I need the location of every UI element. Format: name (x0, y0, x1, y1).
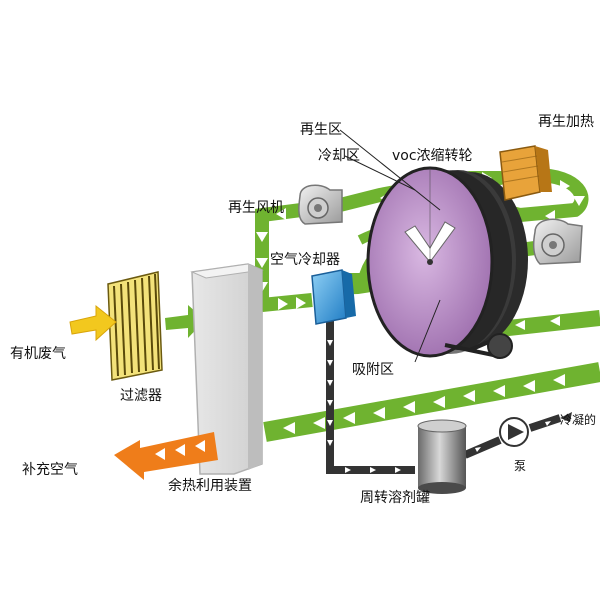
label-make-up-air: 补充空气 (22, 462, 78, 478)
label-solvent-tank: 周转溶剂罐 (360, 490, 430, 506)
label-regen-heater: 再生加热 (538, 114, 594, 130)
label-air-cooler: 空气冷却器 (270, 252, 340, 268)
regen-heater (499, 145, 552, 201)
main-return-duct (263, 310, 600, 442)
label-filter: 过滤器 (120, 388, 162, 404)
heat-recovery-unit (190, 263, 264, 475)
solvent-line (326, 320, 572, 474)
label-adsorption-zone: 吸附区 (352, 362, 394, 378)
air-cooler (311, 269, 356, 325)
label-heat-recovery: 余热利用装置 (168, 478, 252, 494)
makeup-air-arrow (114, 432, 218, 480)
label-cooling-zone: 冷却区 (318, 148, 360, 164)
label-voc-wheel: voc浓缩转轮 (392, 148, 473, 164)
label-regen-fan: 再生风机 (228, 200, 284, 216)
voc-wheel (366, 166, 528, 359)
leader-lines (339, 129, 441, 363)
pump-icon (499, 417, 529, 447)
label-regen-zone: 再生区 (300, 122, 342, 138)
label-organic-waste-gas: 有机废气 (10, 346, 66, 362)
pre-filter (107, 271, 163, 381)
label-pump: 泵 (514, 459, 527, 473)
inlet-arrow (69, 304, 117, 342)
fan-icon (298, 184, 343, 225)
solvent-tank (417, 419, 467, 494)
label-condensate: 冷凝的 (560, 413, 597, 427)
fan-icon (532, 218, 583, 265)
